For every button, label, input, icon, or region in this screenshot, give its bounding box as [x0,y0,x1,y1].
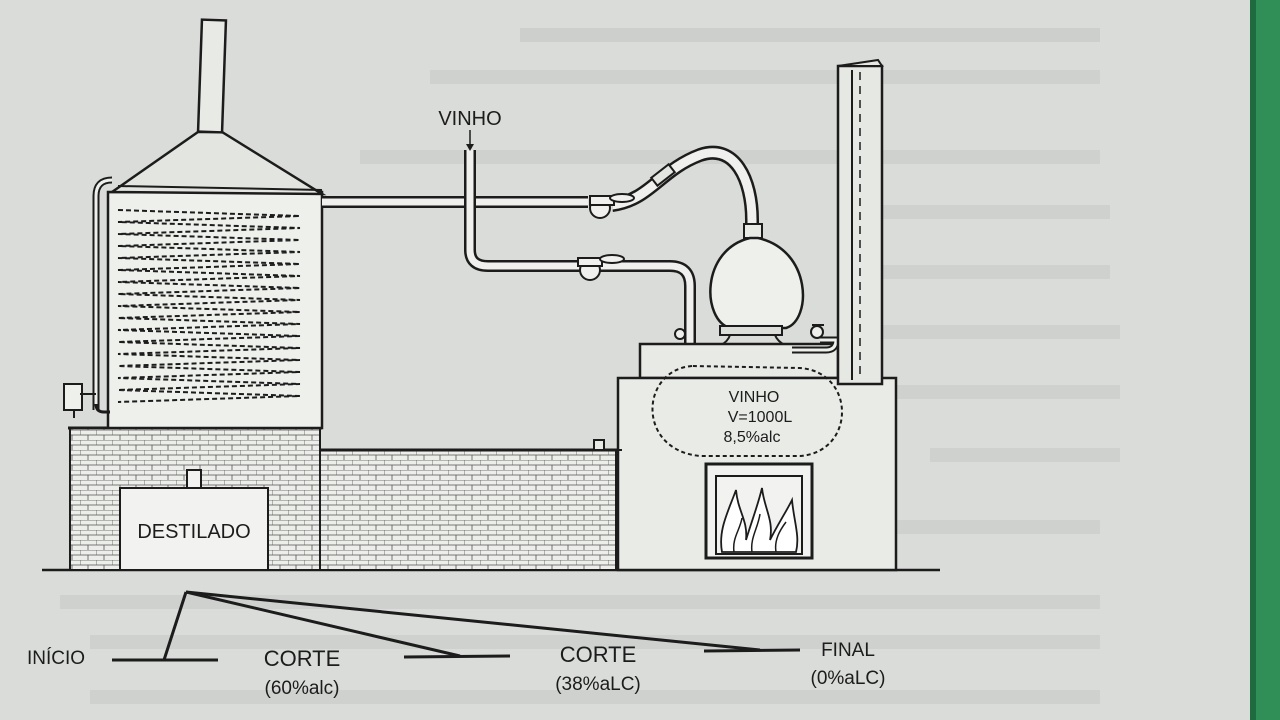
bleed-through-text [60,28,1120,704]
cut-final-value: (0%aLC) [811,668,886,689]
distillate-receiver: DESTILADO [119,469,269,571]
cut-second-value: (38%aLC) [555,674,641,695]
cut-first-label: CORTE [264,646,341,671]
wine-feed-pipe: VINHO [438,108,696,360]
wine-volume-callout: VINHO V=1000L 8,5%alc [651,364,843,457]
cut-start-label: INÍCIO [27,648,85,669]
wine-inlet-label: VINHO [438,108,501,130]
alcohol-label: 8,5%alc [724,429,781,446]
coil-path [117,209,301,403]
furnace-chimney [836,58,884,386]
distillate-label: DESTILADO [137,521,250,543]
volume-label: V=1000L [728,409,793,426]
condenser-hood [108,18,327,196]
still-helmet [690,223,807,351]
vapour-pipe [322,145,759,232]
cut-timeline: INÍCIO CORTE (60%alc) CORTE (38%aLC) FIN… [27,590,886,699]
condenser-coil [117,209,301,403]
fire-icon [720,487,799,553]
cut-second-label: CORTE [560,642,637,667]
cut-final-label: FINAL [821,640,875,661]
cut-first-value: (60%alc) [265,678,340,699]
pot-content-label: VINHO [729,389,780,406]
furnace [593,376,898,572]
